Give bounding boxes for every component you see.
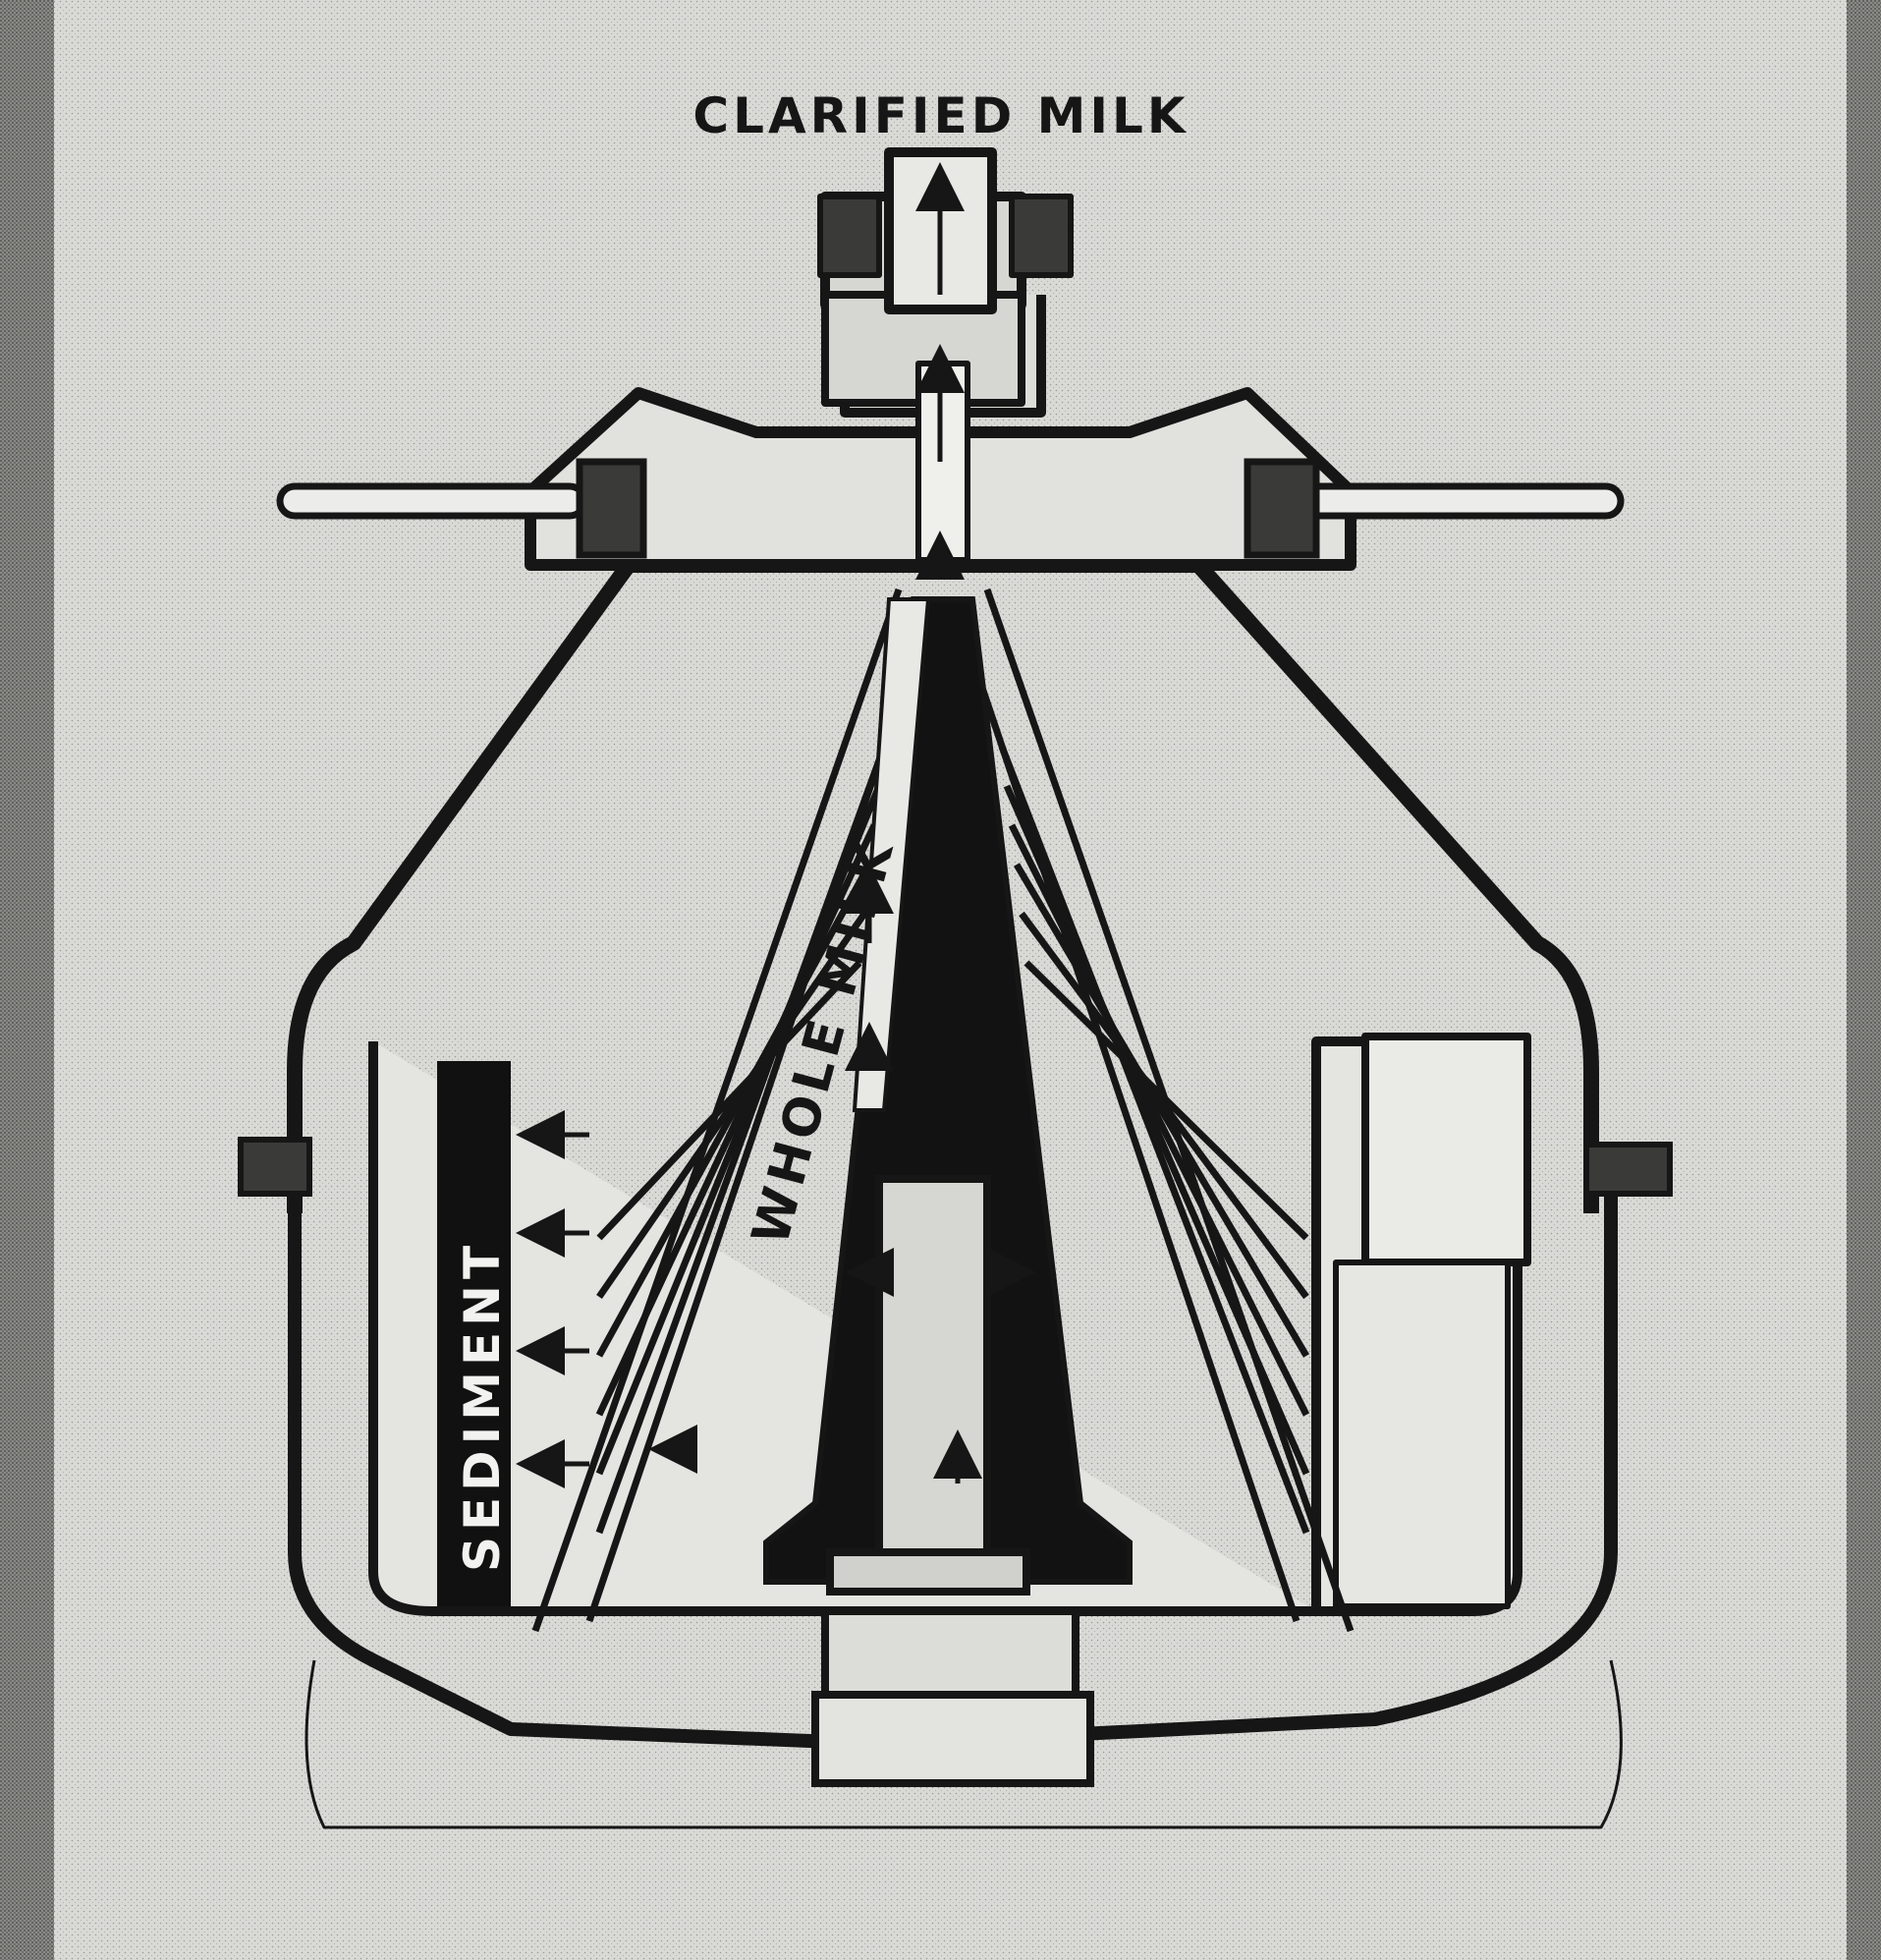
spindle [811, 1175, 1094, 1787]
sediment-chamber [437, 1061, 511, 1606]
flow-arrows [516, 162, 1036, 1488]
side-handles [276, 458, 1625, 559]
clarified-milk-label: CLARIFIED MILK [692, 87, 1189, 144]
outlet-assembly [525, 147, 1356, 571]
sediment-label: SEDIMENT [454, 1240, 511, 1572]
central-distributor [763, 596, 1133, 1585]
disc-stack-left [531, 588, 908, 1633]
left-flange [238, 1137, 312, 1197]
disc-stack-right [978, 588, 1355, 1633]
right-flange [1583, 1142, 1673, 1197]
right-edge-shadow [1847, 0, 1881, 1960]
feed-channel [852, 597, 931, 1112]
left-edge-shadow [0, 0, 54, 1960]
